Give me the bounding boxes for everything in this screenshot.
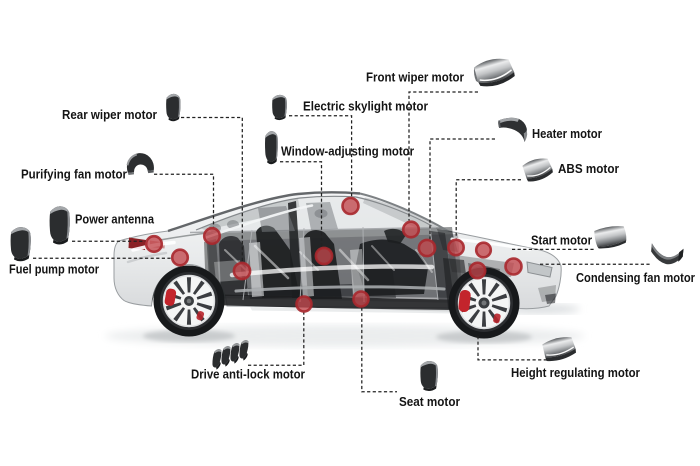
svg-text:Drive anti-lock motor: Drive anti-lock motor [191,368,305,382]
svg-text:Seat motor: Seat motor [399,395,460,409]
svg-text:Electric skylight motor: Electric skylight motor [303,100,428,114]
svg-text:Fuel pump motor: Fuel pump motor [9,263,99,277]
svg-text:Height regulating motor: Height regulating motor [511,366,640,380]
svg-text:Condensing fan motor: Condensing fan motor [576,271,695,285]
svg-text:Front wiper motor: Front wiper motor [366,71,464,85]
svg-text:ABS motor: ABS motor [558,162,619,176]
svg-text:Power antenna: Power antenna [75,213,155,227]
svg-text:Start motor: Start motor [531,234,592,248]
svg-text:Purifying fan motor: Purifying fan motor [21,168,127,182]
svg-text:Rear wiper motor: Rear wiper motor [62,108,157,122]
svg-text:Heater motor: Heater motor [532,127,602,141]
svg-text:Window-adjusting motor: Window-adjusting motor [281,145,414,159]
